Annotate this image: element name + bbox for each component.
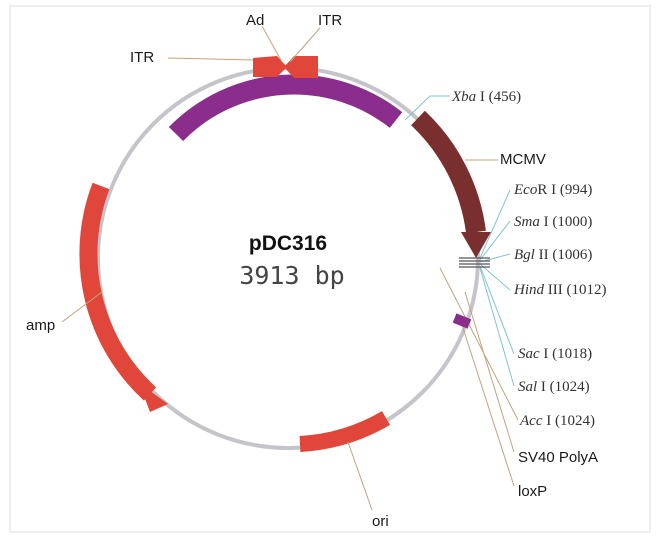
sv40-polya-label: SV40 PolyA	[518, 449, 598, 466]
loxp-leader-line	[461, 324, 515, 487]
ori-feature-arc	[299, 411, 391, 452]
itr-right-leader-line	[289, 27, 321, 63]
sac-site-label: Sac I (1018)	[518, 346, 592, 362]
itr-left-arrow	[253, 56, 287, 77]
eco-site-line	[479, 189, 511, 259]
sal-site-label: Sal I (1024)	[518, 379, 590, 395]
amp-label: amp	[26, 317, 55, 334]
eco-site-position: R I (994)	[537, 182, 592, 198]
acc-site-name: Acc	[519, 413, 543, 429]
sma-site-line	[479, 220, 511, 261]
mcs-site-ticks	[459, 257, 490, 268]
amp-leader-line	[61, 291, 103, 323]
plasmid-name: pDC316	[249, 232, 327, 255]
tan-leader-lines	[61, 25, 519, 511]
mcmv-feature-arrowhead	[461, 232, 491, 258]
mcmv-feature-arc	[411, 110, 486, 234]
loxp-label: loxP	[518, 483, 547, 500]
amp-feature-arrowhead	[139, 383, 168, 412]
itr-left-label: ITR	[130, 49, 154, 66]
sv40-leader-line	[464, 291, 515, 453]
loxp-marker	[452, 313, 472, 329]
inner-feature-arc	[168, 74, 403, 142]
plasmid-size: 3913 bp	[239, 261, 344, 290]
acc-leader-line	[439, 267, 519, 421]
acc-site-position: I (1024)	[542, 413, 595, 429]
sal-site-position: I (1024)	[537, 379, 590, 395]
sac-site-line	[479, 265, 515, 355]
hind-site-position: III (1012)	[544, 282, 606, 298]
sac-site-name: Sac	[518, 346, 540, 362]
sal-site-line	[479, 267, 515, 387]
ori-label: ori	[372, 513, 389, 530]
acc-site-label: Acc I (1024)	[519, 413, 595, 429]
xba-leader-line	[404, 95, 450, 121]
itr-left-leader-line	[167, 57, 254, 61]
itr-right-label: ITR	[318, 12, 342, 29]
hind-site-line	[479, 263, 511, 291]
xba-site-label: Xba I (456)	[451, 89, 521, 105]
ad-leader-line	[261, 25, 283, 63]
mcs-site-lines	[479, 189, 515, 387]
eco-site-label: EcoR I (994)	[513, 182, 592, 198]
bgl-site-label: Bgl II (1006)	[514, 247, 592, 263]
hind-site-name: Hind	[513, 282, 545, 298]
itr-right-arrow	[284, 56, 318, 78]
sma-site-name: Sma	[514, 214, 540, 230]
hind-site-label: Hind III (1012)	[513, 282, 606, 298]
sma-site-label: Sma I (1000)	[514, 214, 592, 230]
ori-leader-line	[347, 441, 373, 511]
mcmv-label: MCMV	[500, 151, 546, 168]
eco-site-name: Eco	[513, 182, 538, 198]
bgl-site-name: Bgl	[514, 247, 535, 263]
ad-label: Ad	[246, 12, 264, 29]
sac-site-position: I (1018)	[540, 346, 593, 362]
sma-site-position: I (1000)	[540, 214, 593, 230]
xba-site-position: I (456)	[476, 89, 521, 105]
sal-site-name: Sal	[518, 379, 537, 395]
amp-feature-arc	[79, 182, 157, 401]
xba-site-name: Xba	[451, 89, 476, 105]
bgl-site-position: II (1006)	[535, 247, 592, 263]
